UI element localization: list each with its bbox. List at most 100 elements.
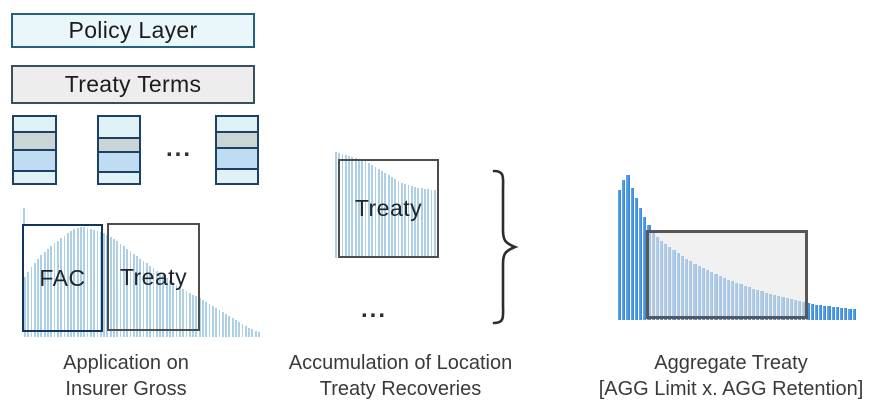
histogram-bar bbox=[231, 318, 234, 337]
histogram-bar bbox=[145, 263, 148, 337]
histogram-bar bbox=[394, 179, 397, 258]
histogram-bar bbox=[344, 155, 347, 258]
histogram-bar bbox=[172, 282, 175, 337]
treaty-layer-box: Treaty bbox=[107, 223, 200, 331]
histogram-bar bbox=[165, 278, 168, 337]
histogram-bar bbox=[634, 198, 638, 320]
histogram-bar bbox=[211, 306, 214, 337]
policy-segment-gray bbox=[99, 137, 139, 151]
histogram-bar bbox=[122, 246, 125, 337]
histogram-bar bbox=[103, 233, 105, 337]
histogram-bar bbox=[192, 295, 194, 337]
caption-application-on-insurer-gross: Application on Insurer Gross bbox=[20, 350, 232, 402]
histogram-bar bbox=[643, 217, 647, 320]
histogram-bar bbox=[417, 188, 420, 258]
histogram-bar bbox=[433, 190, 436, 258]
histogram-bar bbox=[96, 231, 99, 337]
histogram-bar bbox=[113, 239, 115, 337]
histogram-bar bbox=[136, 256, 138, 337]
histogram-bar bbox=[397, 181, 400, 258]
histogram-bar bbox=[354, 158, 357, 258]
histogram-bar bbox=[83, 227, 86, 337]
histogram-bar bbox=[76, 228, 79, 337]
histogram-bar bbox=[430, 190, 433, 258]
histogram-bar bbox=[852, 309, 856, 320]
caption-line: Aggregate Treaty bbox=[654, 352, 808, 374]
histogram-bar bbox=[73, 229, 76, 337]
histogram-bar bbox=[162, 275, 165, 337]
histogram-bar bbox=[258, 332, 260, 337]
histogram-bar bbox=[810, 304, 814, 320]
caption-line: Treaty Recoveries bbox=[319, 378, 482, 400]
histogram-bar bbox=[33, 263, 36, 337]
histogram-bar bbox=[225, 314, 227, 337]
ellipsis-middle: ... bbox=[360, 296, 387, 323]
histogram-bar bbox=[371, 165, 374, 258]
histogram-bar bbox=[116, 241, 119, 337]
histogram-bar bbox=[218, 310, 221, 337]
histogram-bar bbox=[205, 302, 208, 337]
policy-layer-box: Policy Layer bbox=[11, 13, 255, 48]
histogram-bar bbox=[40, 255, 43, 337]
histogram-bar bbox=[391, 177, 393, 258]
histogram-bar bbox=[410, 186, 413, 258]
histogram-bar bbox=[139, 259, 142, 337]
histogram-bar bbox=[185, 291, 188, 337]
caption-accumulation-of-location-treaty-recoveries: Accumulation of Location Treaty Recoveri… bbox=[278, 350, 523, 402]
histogram-bar bbox=[43, 252, 46, 337]
accumulation-brace-icon bbox=[492, 169, 519, 325]
histogram-bar bbox=[155, 271, 158, 337]
histogram-bar bbox=[53, 243, 56, 337]
histogram-bar bbox=[839, 308, 844, 320]
policy-stack-2 bbox=[97, 115, 141, 185]
histogram-bar bbox=[99, 232, 102, 337]
histogram-bar bbox=[195, 296, 198, 337]
histogram-bar bbox=[404, 184, 407, 258]
histogram-bar bbox=[86, 228, 89, 337]
histogram-bar bbox=[202, 300, 204, 337]
aggregate-treaty-box bbox=[646, 230, 808, 319]
histogram-bar bbox=[221, 312, 224, 337]
location-treaty-label: Treaty bbox=[354, 195, 423, 221]
histogram-bar bbox=[424, 189, 426, 258]
histogram-bar bbox=[169, 280, 171, 337]
histogram-bar bbox=[420, 188, 423, 258]
histogram-bar bbox=[831, 307, 835, 320]
histogram-bar bbox=[407, 185, 410, 258]
histogram-bar bbox=[182, 289, 185, 337]
histogram-bar bbox=[819, 305, 823, 320]
histogram-bar bbox=[358, 159, 360, 258]
policy-segment-gray bbox=[217, 131, 257, 147]
histogram-bar bbox=[178, 287, 181, 337]
histogram-bar bbox=[149, 266, 152, 337]
histogram-bar bbox=[427, 189, 430, 258]
histogram-bar bbox=[93, 230, 96, 337]
histogram-bar bbox=[50, 246, 53, 337]
histogram-bar bbox=[400, 183, 403, 258]
histogram-bar bbox=[60, 238, 63, 337]
caption-line: Insurer Gross bbox=[65, 378, 187, 400]
histogram-bar bbox=[70, 231, 72, 337]
histogram-bar bbox=[377, 169, 380, 258]
histogram-bar bbox=[248, 328, 250, 337]
treaty-label: Treaty bbox=[119, 263, 188, 290]
histogram-bar bbox=[152, 268, 155, 337]
policy-segment-cyan bbox=[99, 117, 139, 138]
axis-tick bbox=[23, 208, 25, 225]
histogram-bar bbox=[835, 307, 839, 320]
histogram-bar bbox=[848, 309, 852, 320]
histogram-bar bbox=[806, 303, 810, 320]
histogram-bar bbox=[254, 331, 257, 337]
histogram-bar bbox=[63, 236, 66, 337]
histogram-bar bbox=[638, 208, 643, 320]
policy-segment-gray bbox=[14, 130, 55, 149]
histogram-bar bbox=[80, 227, 82, 337]
policy-segment-cyan bbox=[217, 168, 257, 183]
caption-line: Application on bbox=[63, 352, 189, 374]
histogram-bar bbox=[351, 157, 354, 258]
histogram-bar bbox=[159, 273, 161, 337]
caption-aggregate-treaty: Aggregate Treaty [AGG Limit x. AGG Reten… bbox=[590, 350, 872, 402]
ellipsis-top: ... bbox=[165, 135, 192, 162]
histogram-bar bbox=[27, 272, 30, 337]
